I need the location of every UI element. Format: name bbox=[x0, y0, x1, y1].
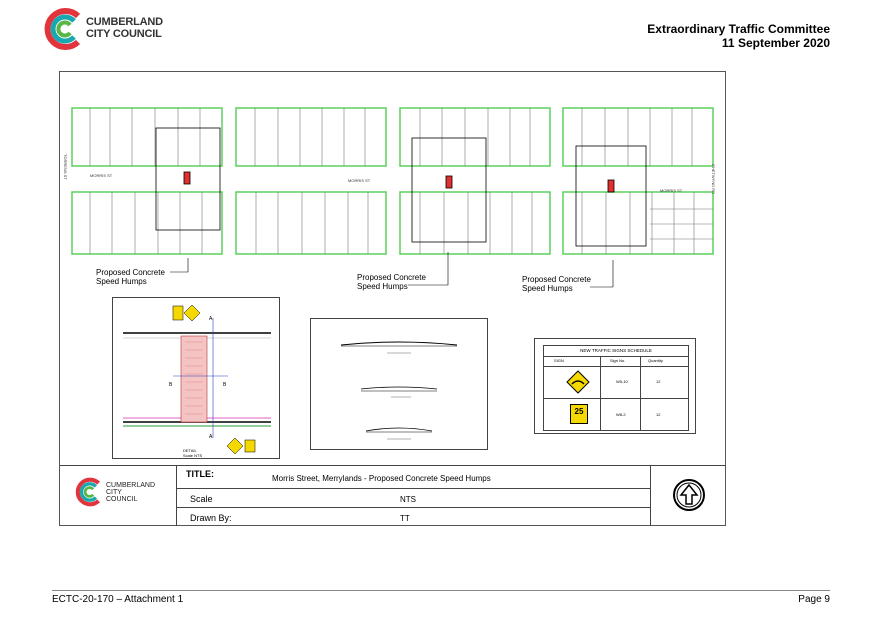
signs-schedule-table: NEW TRAFFIC SIGNS SCHEDULE SIGN Sign No.… bbox=[543, 345, 689, 431]
drawn-by-label: Drawn By: bbox=[190, 513, 232, 523]
committee-name: Extraordinary Traffic Committee bbox=[647, 22, 830, 36]
drawn-by-value: TT bbox=[400, 514, 410, 523]
street-label-morris-mid: MORRIS ST bbox=[348, 178, 371, 183]
title-block: CUMBERLAND CITY COUNCIL TITLE: Morris St… bbox=[60, 465, 725, 526]
callout-speed-humps-2: Proposed Concrete Speed Humps bbox=[357, 273, 426, 291]
footer-page-number: Page 9 bbox=[798, 594, 830, 605]
section-b-left: B bbox=[169, 382, 173, 388]
callout-leaders bbox=[170, 252, 614, 288]
council-logo-icon bbox=[44, 8, 81, 50]
signs-schedule-panel: NEW TRAFFIC SIGNS SCHEDULE SIGN Sign No.… bbox=[534, 338, 696, 434]
scale-label: Scale bbox=[190, 494, 213, 504]
signs-table-row: W5-10 12 bbox=[544, 366, 688, 399]
north-arrow-icon bbox=[673, 479, 705, 511]
signs-table-header: SIGN Sign No. Quantity bbox=[544, 356, 688, 367]
street-label-morris-right: MORRIS ST bbox=[660, 188, 683, 193]
hump-warning-sign-icon bbox=[566, 370, 590, 394]
sign-no-value: W8-2 bbox=[616, 412, 626, 417]
council-logo: CUMBERLAND CITY COUNCIL bbox=[42, 6, 163, 52]
drawing-title: Morris Street, Merrylands - Proposed Con… bbox=[272, 474, 491, 483]
footer-attachment: ECTC-20-170 – Attachment 1 bbox=[52, 594, 184, 605]
meeting-date: 11 September 2020 bbox=[721, 36, 830, 50]
signs-table-row: 25 W8-2 12 bbox=[544, 398, 688, 430]
lot-lines bbox=[89, 108, 713, 254]
detail-note-line1: DETAIL bbox=[183, 448, 197, 453]
header-meeting-info: Extraordinary Traffic Committee 11 Septe… bbox=[647, 22, 830, 50]
speed-advisory-sign-icon: 25 bbox=[570, 404, 588, 424]
sign-no-value: W5-10 bbox=[616, 379, 628, 384]
callout-speed-humps-1: Proposed Concrete Speed Humps bbox=[96, 268, 165, 286]
speed-hump-markers bbox=[183, 171, 615, 193]
lot-boundaries bbox=[71, 107, 714, 255]
col-sign: SIGN bbox=[554, 358, 564, 363]
hump-sections-drawing bbox=[340, 341, 458, 440]
title-block-council-name: CUMBERLAND CITY COUNCIL bbox=[106, 482, 156, 503]
quantity-value: 12 bbox=[656, 379, 661, 384]
survey-boxes bbox=[155, 127, 647, 247]
cadastral-map: MORRIS ST MORRIS ST MORRIS ST TORRENS ST… bbox=[60, 104, 725, 262]
street-label-morris-left: MORRIS ST bbox=[90, 173, 113, 178]
footer-rule bbox=[52, 590, 830, 591]
section-a-bottom: A bbox=[209, 434, 213, 440]
signs-table-title: NEW TRAFFIC SIGNS SCHEDULE bbox=[544, 346, 688, 357]
street-label-torrens: TORRENS ST bbox=[63, 154, 68, 180]
col-sign-no: Sign No. bbox=[610, 358, 626, 363]
detail-note-line2: Scale NTS bbox=[183, 453, 202, 458]
callout-speed-humps-3: Proposed Concrete Speed Humps bbox=[522, 275, 591, 293]
scale-value: NTS bbox=[400, 495, 416, 504]
speed-hump-detail-drawing: A A B B DETAIL Scale NTS bbox=[123, 304, 271, 458]
section-b-right: B bbox=[223, 382, 227, 388]
col-quantity: Quantity bbox=[648, 358, 663, 363]
street-label-chetwynd: CHETWYND RD bbox=[711, 164, 716, 194]
section-a-top: A bbox=[209, 316, 213, 322]
title-label: TITLE: bbox=[186, 469, 214, 479]
council-name-line1: CUMBERLAND bbox=[86, 16, 163, 28]
title-block-logo-icon bbox=[75, 477, 100, 507]
hump-sections-panel bbox=[310, 318, 488, 450]
quantity-value: 12 bbox=[656, 412, 661, 417]
council-name-line2: CITY COUNCIL bbox=[86, 28, 162, 40]
speed-hump-detail-panel: A A B B DETAIL Scale NTS bbox=[112, 297, 280, 459]
